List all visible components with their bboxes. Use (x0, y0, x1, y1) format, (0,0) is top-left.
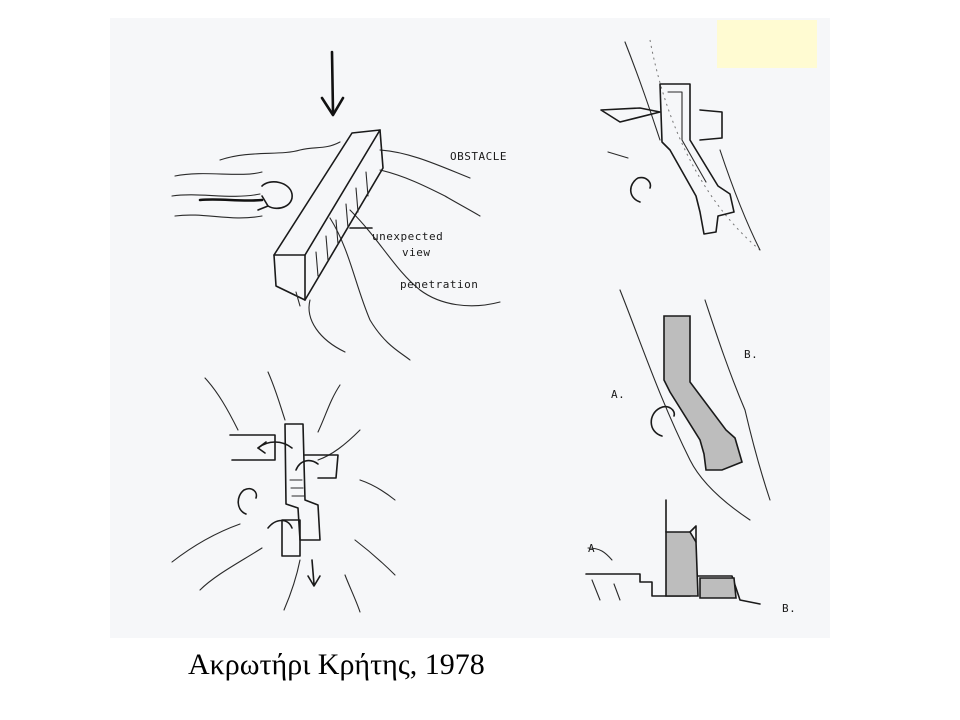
room-lower (281, 519, 301, 557)
c-mark-middle (650, 405, 676, 437)
corridor-plan (284, 423, 321, 541)
site-plan-middle: A. B. (611, 289, 771, 521)
perspective-obstacle-sketch: OBSTACLE unexpected view penetration (171, 50, 507, 361)
approach-arrow (330, 50, 335, 114)
section-building (665, 531, 699, 597)
obstacle-wall-end (273, 254, 306, 301)
building-plan-top (659, 83, 735, 235)
site-plan-top (600, 39, 761, 251)
penetration-label: penetration (400, 278, 478, 291)
plan-label-b: B. (744, 348, 758, 361)
slide-caption: Ακρωτήρι Κρήτης, 1978 (188, 648, 485, 681)
approach-arrow-head (320, 96, 345, 117)
scanned-sketch-background (110, 18, 830, 638)
obstacle-wall-side (304, 129, 384, 301)
circulation-plan-sketch (171, 371, 396, 613)
c-mark-top (629, 176, 652, 203)
room-right (304, 454, 339, 479)
obstacle-wall-top (273, 129, 381, 256)
section-label-a: A (588, 542, 595, 555)
section-label-b: B. (782, 602, 796, 615)
unexpected-label: unexpected (372, 230, 443, 243)
plan-label-a: A. (611, 388, 625, 401)
sticky-note (717, 20, 817, 68)
building-plan-middle (663, 315, 743, 471)
site-section: A B. (585, 499, 796, 615)
view-label: view (402, 246, 431, 259)
room-left (229, 434, 276, 461)
obstacle-label: OBSTACLE (450, 150, 507, 163)
